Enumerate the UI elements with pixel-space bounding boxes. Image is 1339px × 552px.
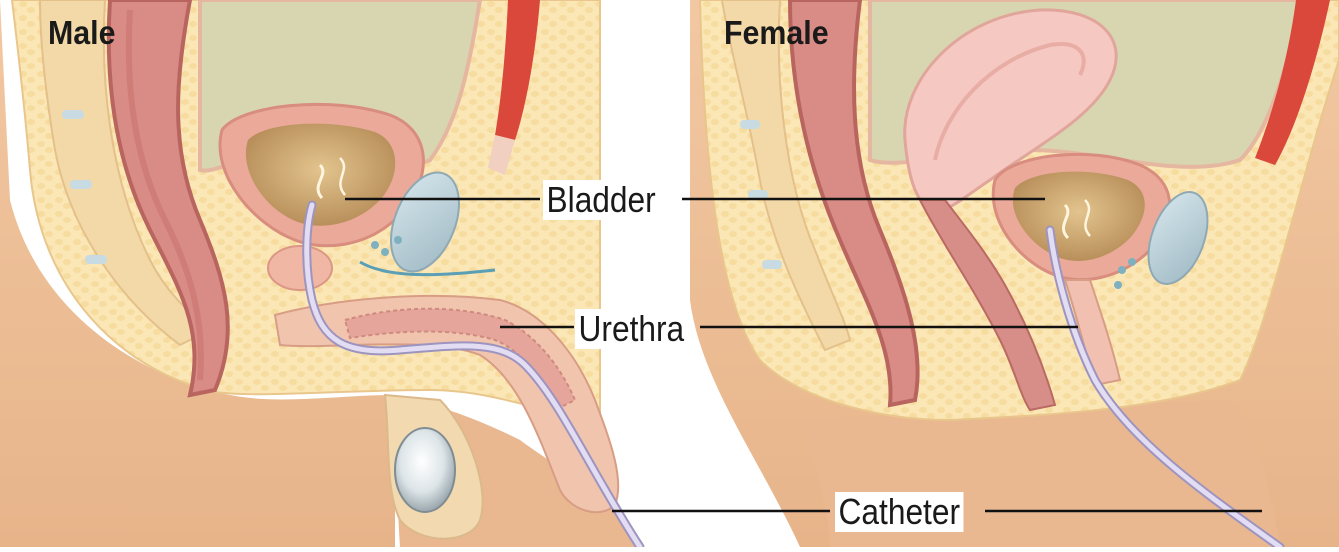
male-panel-title: Male [48,14,116,52]
catheter-label: Catheter [835,492,964,532]
urethra-label: Urethra [575,309,688,349]
male-prostate [268,246,332,290]
male-panel [0,0,640,547]
female-panel [690,0,1339,547]
bladder-label: Bladder [543,180,659,220]
female-panel-title: Female [724,14,829,52]
male-testis [395,428,455,512]
